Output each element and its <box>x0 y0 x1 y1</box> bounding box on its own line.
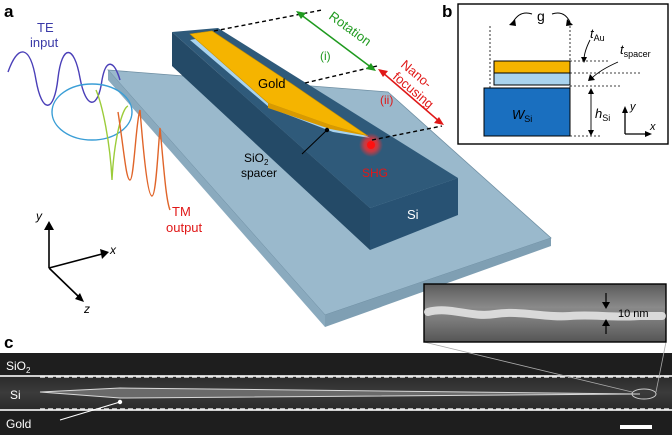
nanofocusing-arrow <box>381 71 441 123</box>
h-si-label: hSi <box>595 106 610 123</box>
axis-z-label: z <box>83 302 90 316</box>
rotation-arrowhead-end <box>366 63 376 71</box>
step-i-label: (i) <box>320 49 331 63</box>
spacer-callout-line <box>301 129 328 155</box>
axis-b-y-label: y <box>629 101 637 113</box>
polarization-rotation-loop <box>51 83 133 141</box>
h-si-arrowhead-top <box>588 88 594 94</box>
substrate-left <box>108 70 325 327</box>
panel-c: c SiO2 Si Gold 10 nm <box>0 283 672 435</box>
axes-a <box>44 221 109 302</box>
inset-scale-label: 10 nm <box>618 308 649 320</box>
shg-label: SHG <box>362 166 388 180</box>
panel-b: b g tAu tspacer hSi WSi <box>442 2 669 145</box>
sem-gold-callout-dot <box>117 399 123 405</box>
spacer-callout-dot <box>324 127 330 133</box>
dashed-guide-bottom <box>371 125 443 141</box>
spacer-layer <box>493 72 571 86</box>
tm-wave <box>117 109 171 211</box>
sem-gold-label: Gold <box>6 417 31 431</box>
g-label: g <box>537 8 545 24</box>
nanofocusing-arrowhead-start <box>378 69 388 77</box>
inset-thickness-arrowhead-bottom <box>602 319 610 326</box>
axis-x-label: x <box>109 243 117 257</box>
spacer-label: spacer <box>241 166 277 180</box>
w-si-label: WSi <box>512 107 532 124</box>
te-input-label-1: TE <box>37 20 54 35</box>
panel-a: a Rotation (i) Nano- focusing (ii <box>4 2 552 327</box>
t-spacer-arrowhead <box>588 74 595 81</box>
sio2-spacer-label: SiO2 <box>244 151 269 167</box>
t-au-arrowhead <box>581 57 587 63</box>
rotation-arrowhead-start <box>296 11 306 19</box>
t-spacer-arrow <box>591 61 619 79</box>
scale-bar <box>620 425 652 429</box>
step-ii-label: (ii) <box>380 93 393 107</box>
si-block <box>483 87 571 137</box>
sem-gold-callout <box>59 401 121 421</box>
g-arrowhead-left <box>509 19 516 26</box>
shg-spot <box>367 141 375 149</box>
sem-sio2-label: SiO2 <box>6 359 31 375</box>
nanofocusing-arrowhead-end <box>434 117 444 125</box>
t-spacer-label: tspacer <box>620 42 651 59</box>
te-input-label-2: input <box>30 35 59 50</box>
panel-a-letter: a <box>4 2 14 21</box>
rotation-label: Rotation <box>326 8 374 49</box>
tm-output-label-2: output <box>166 220 203 235</box>
dashed-guide-mid <box>304 65 378 84</box>
gold-layer <box>493 60 571 74</box>
inset-thickness-arrowhead-top <box>602 302 610 309</box>
sem-si-label: Si <box>10 388 21 402</box>
substrate-front <box>325 238 551 327</box>
gold-label: Gold <box>258 76 285 91</box>
si-label: Si <box>407 207 419 222</box>
sem-gold-taper <box>39 387 641 399</box>
inset-gold-line <box>424 306 666 321</box>
axis-b-x-label: x <box>649 121 656 133</box>
axis-y-label: y <box>35 209 43 223</box>
g-arrowhead-right <box>566 19 573 26</box>
panel-b-letter: b <box>442 2 452 21</box>
zoom-line-right <box>655 341 667 393</box>
transition-wave <box>95 89 129 181</box>
zoom-origin <box>631 388 657 400</box>
h-si-arrowhead-bottom <box>588 130 594 136</box>
waveguide-left <box>172 32 370 250</box>
t-au-label: tAu <box>590 26 605 43</box>
waveguide-front <box>370 178 458 250</box>
panel-c-letter: c <box>4 333 13 352</box>
g-arrow-right <box>551 12 571 23</box>
rotation-arrow <box>299 13 373 69</box>
tm-output-label-1: TM <box>172 204 191 219</box>
axes-b <box>622 106 652 137</box>
te-wave <box>7 51 121 106</box>
zoom-line-left <box>423 341 633 393</box>
